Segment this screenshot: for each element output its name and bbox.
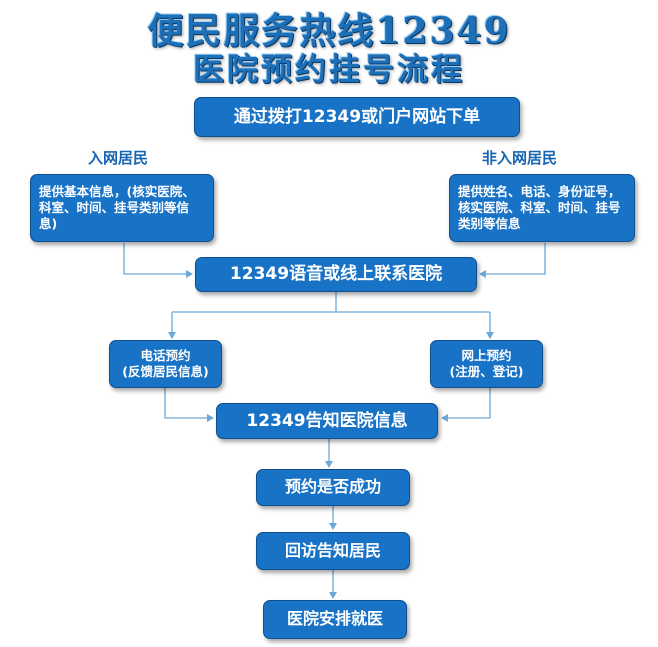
start-node: 通过拨打12349或门户网站下单 [194, 97, 520, 137]
member-label: 入网居民 [88, 149, 149, 167]
connector-nonmember-to-contact [479, 243, 546, 278]
connector-phone-to-inform [164, 388, 214, 422]
non-member-info-node: 提供姓名、电话、身份证号，核实医院、科室、时间、挂号类别等信息 [449, 174, 635, 242]
callback-node: 回访告知居民 [256, 532, 410, 570]
online-booking-node: 网上预约 (注册、登记) [430, 340, 543, 388]
connector-online-to-inform [441, 388, 491, 422]
contact-hospital-node: 12349语音或线上联系医院 [195, 257, 477, 292]
title-line-1: 便民服务热线12349 [147, 10, 511, 52]
booking-success-node: 预约是否成功 [256, 469, 410, 506]
inform-hospital-node: 12349告知医院信息 [216, 403, 438, 439]
connector-member-to-contact [123, 243, 193, 278]
member-info-node: 提供基本信息，(核实医院、科室、时间、挂号类别等信息) [30, 174, 214, 242]
phone-booking-node: 电话预约 (反馈居民信息) [109, 340, 222, 388]
non-member-label: 非入网居民 [482, 149, 558, 167]
title-line-2: 医院预约挂号流程 [193, 52, 465, 88]
arrange-visit-node: 医院安排就医 [263, 600, 407, 639]
connector-contact-split [172, 291, 490, 313]
